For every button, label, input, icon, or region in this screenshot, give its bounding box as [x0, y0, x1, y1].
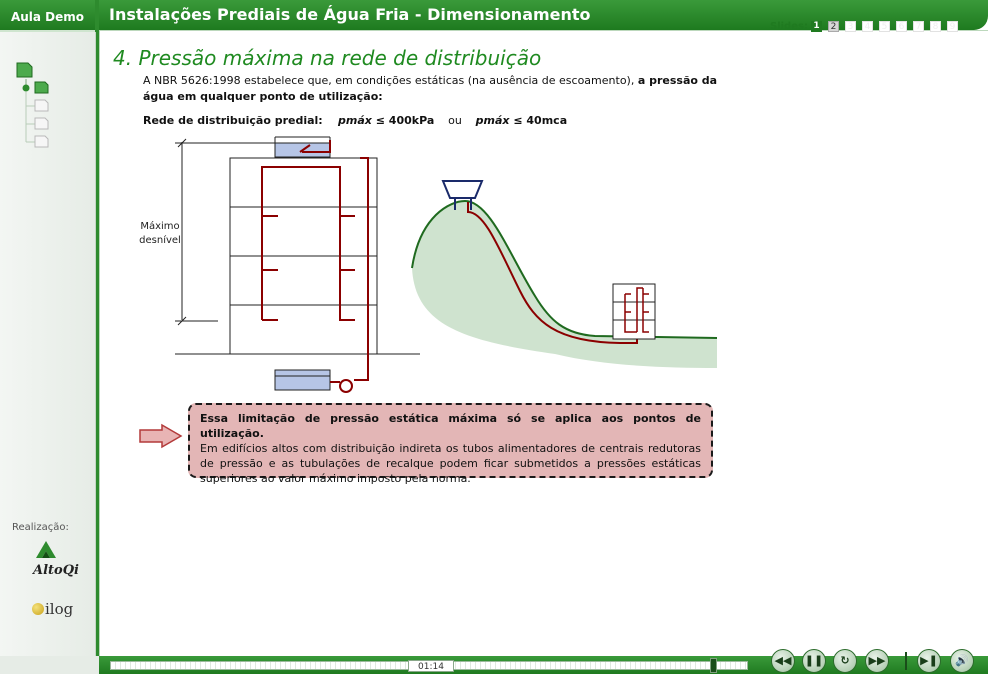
fast-forward-icon: ▶▶	[868, 654, 886, 667]
max-label-line2: desnível	[139, 235, 181, 246]
altoqi-logo-icon	[36, 541, 56, 558]
note-bold-text: Essa limitação de pressão estática máxim…	[200, 412, 701, 440]
replay-button[interactable]: ↻	[833, 649, 857, 673]
course-tab[interactable]: Aula Demo	[0, 0, 95, 32]
slide-heading: 4. Pressão máxima na rede de distribuiçã…	[113, 46, 542, 70]
rede-label: Rede de distribuição predial:	[143, 114, 323, 127]
replay-icon: ↻	[840, 654, 850, 667]
elapsed-time: 01:14	[408, 660, 454, 672]
height-dimension	[175, 138, 290, 326]
progress-handle[interactable]	[710, 658, 717, 673]
hill-pipe	[467, 202, 638, 344]
pmax-symbol-2: pmáx	[475, 114, 510, 127]
pmax-value-kpa: ≤ 400kPa	[375, 114, 435, 127]
current-node-icon	[22, 84, 30, 92]
altoqi-logo: AltoQi	[33, 563, 79, 578]
window-title: Instalações Prediais de Água Fria - Dime…	[99, 0, 988, 30]
volume-button[interactable]: 🔊	[950, 649, 974, 673]
pump-icon	[339, 379, 353, 393]
next-icon: ▶❚	[920, 654, 938, 667]
building-floors	[229, 157, 378, 355]
slide-8-button[interactable]: 8	[930, 21, 941, 32]
tree-node-current-page-icon[interactable]	[34, 81, 49, 94]
next-slide-button[interactable]: ▶❚	[917, 649, 941, 673]
building-diagram	[175, 136, 420, 393]
tree-node-page-icon[interactable]	[26, 135, 49, 148]
max-height-label: Máximo desnível	[138, 220, 182, 248]
note-arrow-icon	[139, 423, 183, 449]
max-label-line1: Máximo	[140, 221, 180, 232]
upper-reservoir-icon	[274, 136, 331, 158]
tree-node-page-icon[interactable]	[26, 117, 49, 130]
water-tank-icon	[441, 180, 484, 210]
tree-node-page-icon[interactable]	[26, 99, 49, 112]
content-frame	[99, 30, 988, 656]
distribution-pipes	[261, 140, 369, 381]
pressure-limit-line: Rede de distribuição predial: pmáx ≤ 400…	[143, 114, 567, 127]
small-building-icon	[612, 283, 656, 340]
ilog-logo: ilog	[45, 600, 74, 618]
pause-button[interactable]: ❚❚	[802, 649, 826, 673]
intro-text: A NBR 5626:1998 estabelece que, em condi…	[143, 74, 635, 87]
slide-6-button[interactable]: 6	[896, 21, 907, 32]
slide-2-button[interactable]: 2	[828, 21, 839, 32]
sidebar-divider	[95, 0, 99, 674]
ilog-logo-icon	[32, 603, 44, 615]
hill-diagram	[411, 180, 718, 368]
slide-1-button[interactable]: 1	[811, 21, 822, 32]
note-box: Essa limitação de pressão estática máxim…	[188, 403, 713, 485]
fast-forward-button[interactable]: ▶▶	[865, 649, 889, 673]
hill-fill	[412, 201, 717, 368]
intro-bold-text: a pressão da água em qualquer ponto de u…	[143, 74, 718, 103]
lower-reservoir-icon	[274, 369, 340, 391]
bottom-left-panel	[0, 656, 99, 674]
volume-icon: 🔊	[955, 654, 969, 667]
slide-5-button[interactable]: 5	[879, 21, 890, 32]
tree-root-page-icon[interactable]	[16, 62, 33, 78]
hill-outline	[411, 199, 718, 339]
ou-label: ou	[448, 114, 462, 127]
slide-3-button[interactable]: 3	[845, 21, 856, 32]
note-text: Em edifícios altos com distribuição indi…	[200, 442, 701, 485]
pmax-value-mca: ≤ 40mca	[513, 114, 568, 127]
slides-label: Slides:	[770, 21, 808, 32]
lesson-tree	[16, 62, 49, 148]
slide-9-button[interactable]: 9	[947, 21, 958, 32]
intro-paragraph: A NBR 5626:1998 estabelece que, em condi…	[143, 73, 718, 105]
slide-7-button[interactable]: 7	[913, 21, 924, 32]
realizacao-label: Realização:	[12, 522, 69, 533]
slide-4-button[interactable]: 4	[862, 21, 873, 32]
pause-icon: ❚❚	[804, 654, 824, 667]
rewind-icon: ◀◀	[774, 654, 792, 667]
rewind-button[interactable]: ◀◀	[771, 649, 795, 673]
controls-divider	[905, 652, 907, 670]
pmax-symbol-1: pmáx	[338, 114, 372, 127]
